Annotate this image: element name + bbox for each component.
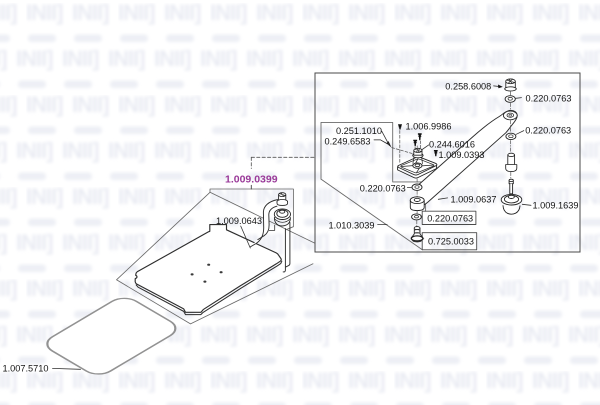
svg-text:0.725.0033: 0.725.0033 xyxy=(428,237,474,247)
svg-text:0.220.0763: 0.220.0763 xyxy=(525,126,571,136)
svg-text:1.009.1639: 1.009.1639 xyxy=(533,201,579,211)
svg-text:1.010.3039: 1.010.3039 xyxy=(329,221,375,231)
svg-text:1.006.9986: 1.006.9986 xyxy=(406,122,452,132)
svg-text:1.009.0643: 1.009.0643 xyxy=(216,216,262,226)
svg-text:0.220.0763: 0.220.0763 xyxy=(360,183,406,193)
svg-text:1.009.0637: 1.009.0637 xyxy=(451,195,497,205)
svg-text:1.007.5710: 1.007.5710 xyxy=(3,364,49,374)
svg-text:0.251.1010: 0.251.1010 xyxy=(336,126,382,136)
svg-text:0.249.6583: 0.249.6583 xyxy=(325,136,371,146)
svg-text:1.009.0399: 1.009.0399 xyxy=(225,174,278,186)
svg-text:1.009.0393: 1.009.0393 xyxy=(439,150,485,160)
svg-text:0.244.6016: 0.244.6016 xyxy=(429,140,475,150)
svg-text:0.220.0763: 0.220.0763 xyxy=(427,214,473,224)
svg-text:0.220.0763: 0.220.0763 xyxy=(526,94,572,104)
svg-text:0.258.6008: 0.258.6008 xyxy=(445,81,491,91)
